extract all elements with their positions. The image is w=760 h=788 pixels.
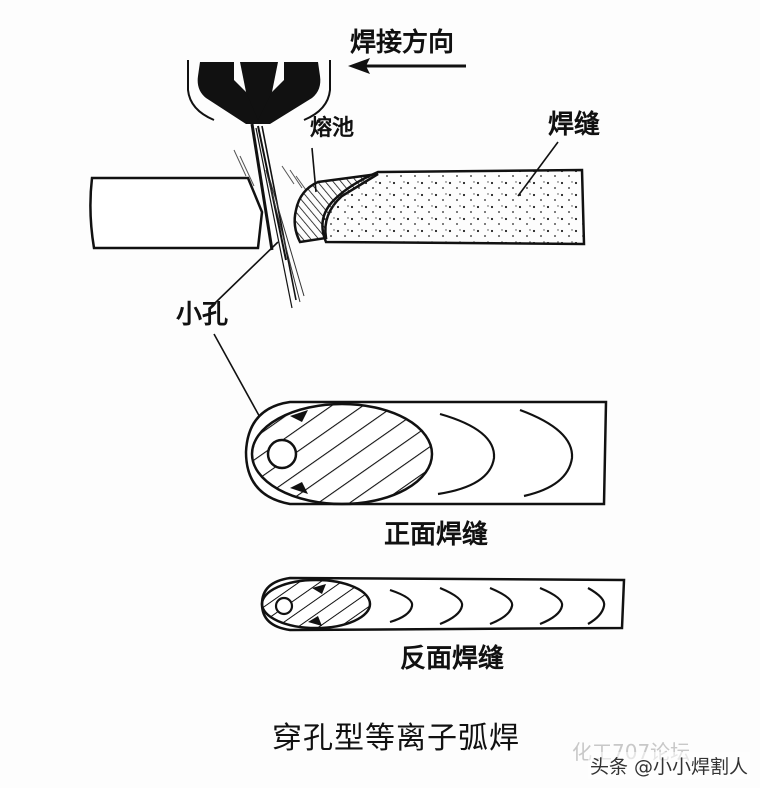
plasma-torch-nozzle: [187, 60, 331, 124]
front-ripple: [519, 408, 574, 498]
figure-caption: 穿孔型等离子弧焊: [272, 721, 520, 756]
weld-pool-leader: [311, 147, 317, 193]
weld-seam-label: 焊缝: [548, 110, 601, 140]
back-ripple: [539, 586, 564, 626]
front-ripple: [437, 412, 496, 496]
weld-seam-leader: [517, 141, 559, 197]
back-ripple: [389, 588, 414, 624]
plasma-arc: [233, 123, 307, 309]
back-ripple: [587, 587, 606, 625]
back-flow-arrow-top: [312, 584, 326, 594]
back-ripple: [489, 586, 514, 626]
front-flow-arrow-top: [290, 410, 308, 422]
keyhole-label: 小孔: [176, 300, 229, 330]
back-weld-label: 反面焊缝: [400, 644, 505, 674]
back-flow-arrow-bottom: [308, 616, 322, 626]
front-flow-arrow-bottom: [290, 482, 308, 494]
back-ripple: [439, 586, 464, 626]
welding-direction-label: 焊接方向: [350, 28, 455, 58]
weld-seam-right: [321, 168, 586, 246]
welding-direction-arrowhead: [348, 58, 370, 74]
weld-pool-label: 熔池: [310, 116, 355, 141]
front-keyhole: [266, 438, 298, 470]
back-keyhole: [274, 596, 294, 616]
back-weld-pool: [260, 578, 372, 630]
keyhole-leader-top: [213, 241, 279, 305]
base-metal-plate-left: [89, 176, 264, 250]
front-weld-pool: [250, 402, 434, 506]
author-watermark: 头条 @小小焊割人: [588, 752, 751, 779]
front-weld-label: 正面焊缝: [384, 520, 489, 550]
